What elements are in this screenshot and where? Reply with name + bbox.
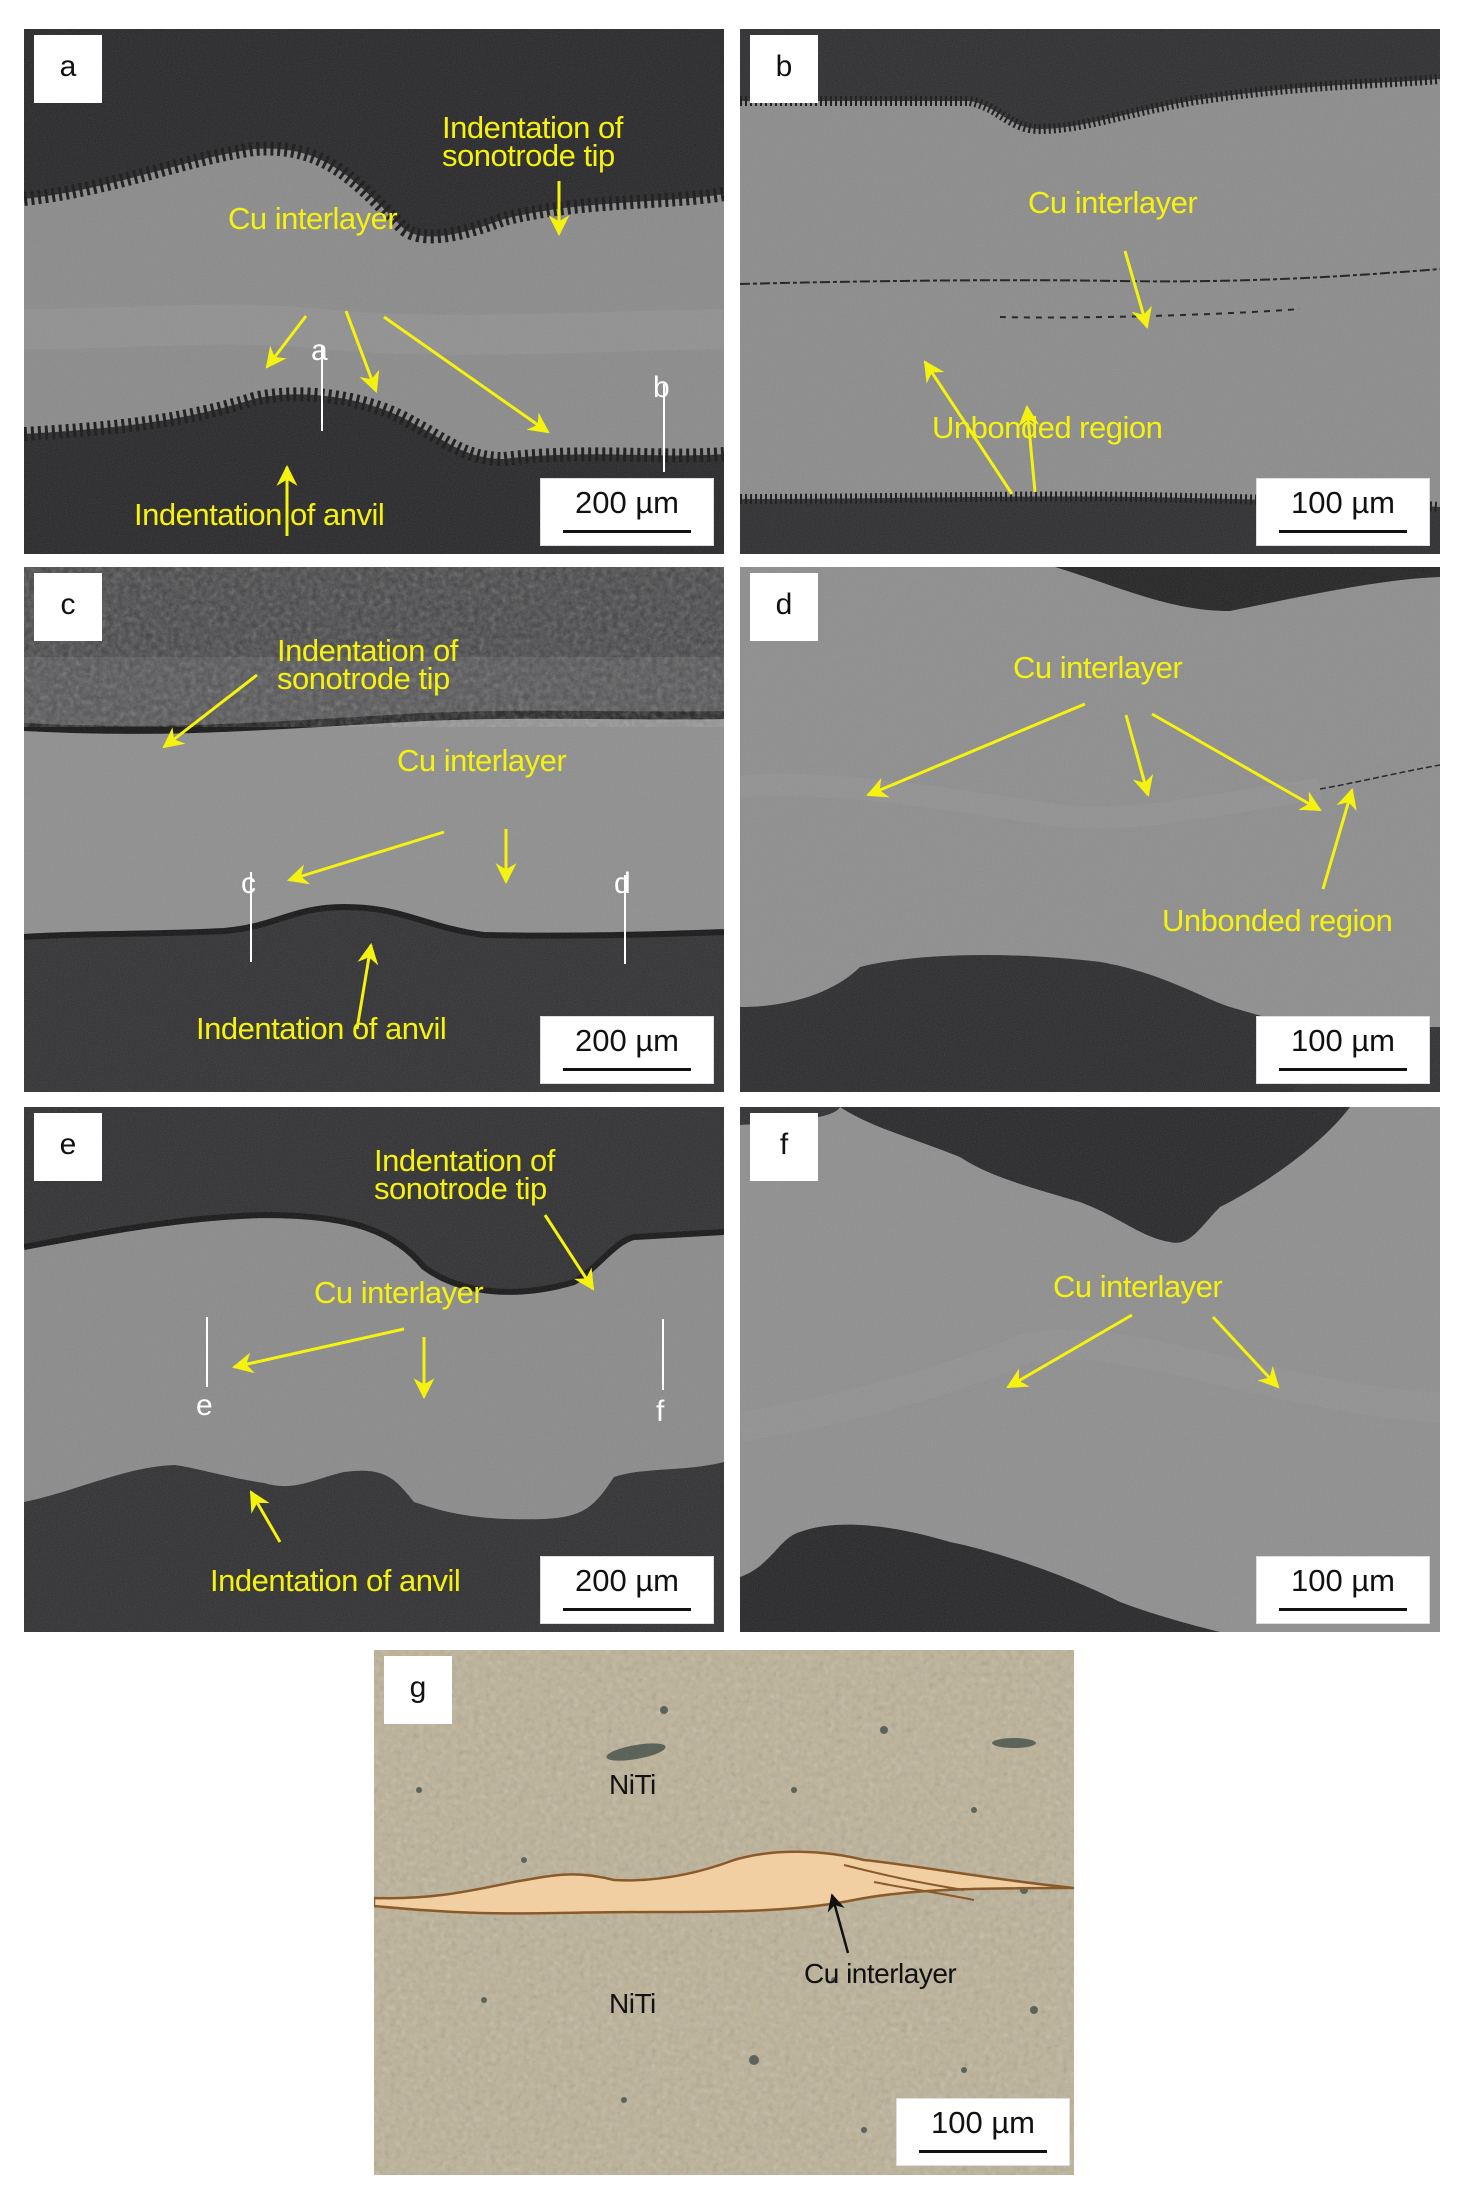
section-marker-a: a xyxy=(311,334,328,367)
annotation-niti-top: NiTi xyxy=(609,1769,656,1800)
annotation-anvil: Indentation of anvil xyxy=(134,497,385,532)
panel-label: f xyxy=(750,1113,818,1181)
scale-bar: 100 µm xyxy=(1256,1016,1430,1084)
annotation-cu-interlayer: Cu interlayer xyxy=(314,1275,484,1310)
section-marker-b: b xyxy=(653,371,670,404)
section-marker-e: e xyxy=(196,1389,213,1422)
scale-bar: 200 µm xyxy=(540,478,714,546)
panel-label: d xyxy=(750,573,818,641)
panel-c: c Indentation of sonotrode tip Cu interl… xyxy=(24,567,724,1092)
sem-micrograph-a xyxy=(24,29,724,554)
sem-micrograph-b xyxy=(740,29,1440,554)
annotation-unbonded-region: Unbonded region xyxy=(932,410,1163,445)
annotation-anvil: Indentation of anvil xyxy=(210,1563,461,1598)
panel-b: b Cu interlayer Unbonded region 100 µm xyxy=(740,29,1440,554)
panel-e: e Indentation of sonotrode tip Cu interl… xyxy=(24,1107,724,1632)
sem-micrograph-d xyxy=(740,567,1440,1092)
panel-a: a Indentation of sonotrode tip Cu interl… xyxy=(24,29,724,554)
section-marker-c: c xyxy=(241,867,256,900)
panel-d: d Cu interlayer Unbonded region 100 µm xyxy=(740,567,1440,1092)
panel-label: c xyxy=(34,573,102,641)
annotation-sonotrode-tip: Indentation of sonotrode tip xyxy=(374,1143,555,1206)
annotation-cu-interlayer: Cu interlayer xyxy=(397,743,567,778)
scale-bar: 100 µm xyxy=(896,2098,1070,2166)
annotation-sonotrode-tip: Indentation of sonotrode tip xyxy=(277,633,458,696)
panel-g: g NiTi NiTi Cu interlayer 100 µm xyxy=(374,1650,1076,2176)
annotation-anvil: Indentation of anvil xyxy=(196,1011,447,1046)
annotation-cu-interlayer: Cu interlayer xyxy=(228,201,398,236)
annotation-unbonded-region: Unbonded region xyxy=(1162,903,1393,938)
scale-bar: 100 µm xyxy=(1256,478,1430,546)
optical-micrograph-g xyxy=(374,1650,1074,2175)
annotation-cu-interlayer: Cu interlayer xyxy=(1013,650,1183,685)
annotation-niti-bottom: NiTi xyxy=(609,1988,656,2019)
scale-bar: 100 µm xyxy=(1256,1556,1430,1624)
annotation-cu-interlayer: Cu interlayer xyxy=(804,1958,957,1989)
scale-bar: 200 µm xyxy=(540,1556,714,1624)
panel-label: b xyxy=(750,35,818,103)
annotation-cu-interlayer: Cu interlayer xyxy=(1028,185,1198,220)
annotation-sonotrode-tip: Indentation of sonotrode tip xyxy=(442,110,623,173)
panel-label: g xyxy=(384,1656,452,1724)
section-marker-d: d xyxy=(614,867,631,900)
panel-f: f Cu interlayer 100 µm xyxy=(740,1107,1440,1632)
section-marker-f: f xyxy=(656,1395,665,1428)
sem-micrograph-c xyxy=(24,567,724,1092)
sem-micrograph-f xyxy=(740,1107,1440,1632)
annotation-cu-interlayer: Cu interlayer xyxy=(1053,1269,1223,1304)
scale-bar: 200 µm xyxy=(540,1016,714,1084)
panel-label: e xyxy=(34,1113,102,1181)
panel-label: a xyxy=(34,35,102,103)
